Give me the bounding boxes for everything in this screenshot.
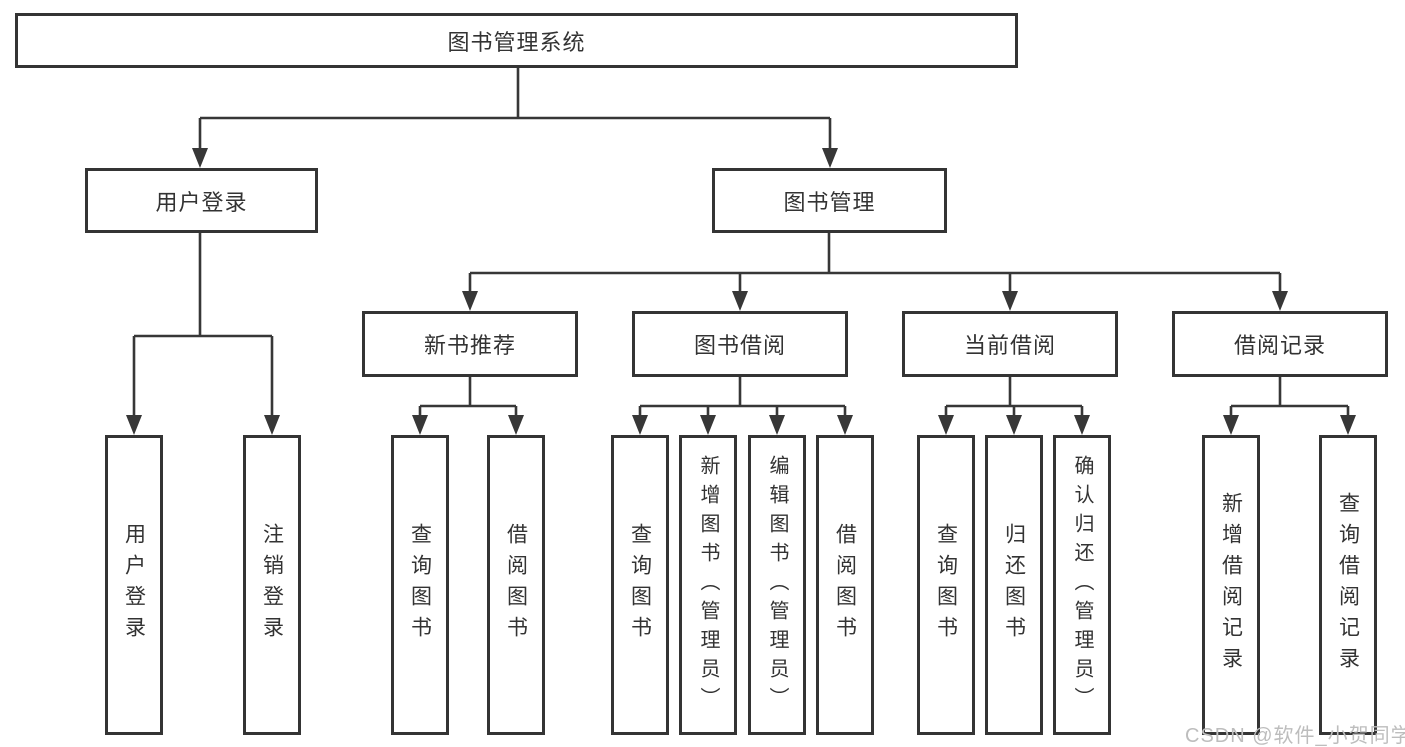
node-leaf-add-borrow-record-label: 新增借阅记录 (1219, 492, 1243, 678)
node-user-login: 用户登录 (85, 168, 318, 233)
node-leaf-add-books-admin-label: 新增图书（管理员） (697, 454, 719, 716)
node-book-borrow: 图书借阅 (632, 311, 848, 377)
node-leaf-query-books-2-label: 查询图书 (628, 523, 652, 647)
node-leaf-borrow-books-1: 借阅图书 (487, 435, 545, 735)
node-book-borrow-label: 图书借阅 (693, 333, 786, 358)
node-current-borrow-label: 当前借阅 (963, 333, 1056, 358)
node-current-borrow: 当前借阅 (902, 311, 1118, 377)
node-leaf-edit-books-admin-label: 编辑图书（管理员） (766, 454, 788, 716)
connector-userlogin-to-leaves (132, 233, 274, 419)
node-book-management: 图书管理 (712, 168, 947, 233)
node-root-label: 图书管理系统 (447, 29, 586, 55)
node-leaf-query-books-3: 查询图书 (917, 435, 975, 735)
node-new-book-recommend: 新书推荐 (362, 311, 578, 377)
node-leaf-query-books-1: 查询图书 (391, 435, 449, 735)
node-leaf-borrow-books-2-label: 借阅图书 (833, 523, 857, 647)
node-leaf-query-borrow-record-label: 查询借阅记录 (1336, 492, 1360, 678)
connector-currentborrow-to-leaves (944, 377, 1084, 419)
node-leaf-add-books-admin: 新增图书（管理员） (679, 435, 737, 735)
node-leaf-query-books-2: 查询图书 (611, 435, 669, 735)
connector-records-to-leaves (1229, 377, 1350, 419)
node-leaf-return-books-label: 归还图书 (1002, 523, 1026, 647)
connector-root-to-level2 (198, 68, 832, 152)
node-leaf-logout-label: 注销登录 (260, 523, 284, 647)
node-new-book-recommend-label: 新书推荐 (423, 333, 516, 358)
connector-newbook-to-leaves (418, 377, 518, 419)
node-leaf-borrow-books-1-label: 借阅图书 (504, 523, 528, 647)
node-borrow-records-label: 借阅记录 (1233, 333, 1326, 358)
node-leaf-query-books-3-label: 查询图书 (934, 523, 958, 647)
node-book-management-label: 图书管理 (783, 189, 876, 215)
node-leaf-user-login-label: 用户登录 (122, 523, 146, 647)
arrowheads (126, 148, 1356, 435)
node-leaf-logout: 注销登录 (243, 435, 301, 735)
node-leaf-borrow-books-2: 借阅图书 (816, 435, 874, 735)
csdn-watermark: CSDN @软件_小贺同学 (1185, 725, 1405, 747)
node-root: 图书管理系统 (15, 13, 1018, 68)
connector-bookmgmt-to-level3 (468, 233, 1282, 295)
node-user-login-label: 用户登录 (155, 189, 248, 215)
node-leaf-add-borrow-record: 新增借阅记录 (1202, 435, 1260, 735)
node-leaf-confirm-return-admin: 确认归还（管理员） (1053, 435, 1111, 735)
node-leaf-return-books: 归还图书 (985, 435, 1043, 735)
node-leaf-query-borrow-record: 查询借阅记录 (1319, 435, 1377, 735)
node-borrow-records: 借阅记录 (1172, 311, 1388, 377)
node-leaf-user-login: 用户登录 (105, 435, 163, 735)
node-leaf-edit-books-admin: 编辑图书（管理员） (748, 435, 806, 735)
node-leaf-query-books-1-label: 查询图书 (408, 523, 432, 647)
connector-bookborrow-to-leaves (638, 377, 847, 419)
node-leaf-confirm-return-admin-label: 确认归还（管理员） (1071, 454, 1093, 716)
